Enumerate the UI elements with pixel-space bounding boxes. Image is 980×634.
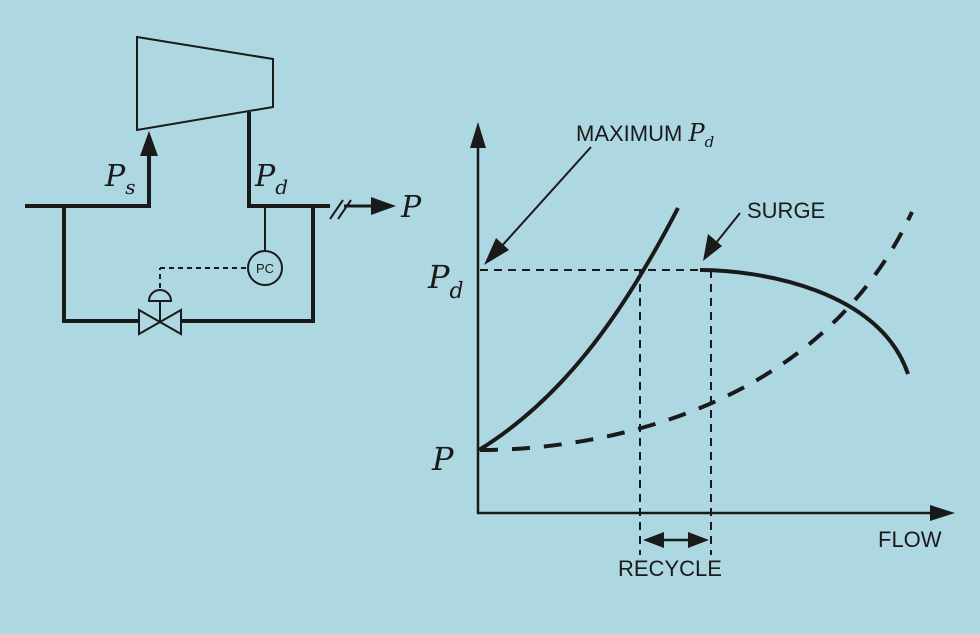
y-tick-p: P: [431, 440, 454, 478]
suction-label: Ps: [104, 159, 135, 199]
series-recycle-system-curve: [477, 207, 680, 452]
suction-arrow-icon: [140, 131, 158, 156]
annotation-maximum-pd: MAXIMUM Pd: [576, 119, 714, 151]
pressure-controller-icon: [247, 250, 283, 286]
maximum-pd-pointer: [499, 146, 592, 249]
recycle-arrow-left-icon: [643, 532, 664, 548]
break-mark-icon: [329, 199, 344, 220]
y-axis-arrow-icon: [470, 122, 486, 148]
discharge-label: Pd: [254, 159, 288, 199]
annotation-surge: SURGE: [747, 198, 825, 223]
annotation-recycle: RECYCLE: [618, 556, 722, 581]
x-axis-arrow-icon: [930, 505, 955, 521]
recycle-arrow-right-icon: [688, 532, 709, 548]
control-valve-icon: [138, 289, 182, 336]
series-compressor-curve: [699, 268, 910, 375]
suction-line: [25, 150, 151, 208]
discharge-line: [247, 112, 330, 208]
compressor-icon: [136, 35, 274, 132]
y-tick-pd: Pd: [427, 258, 464, 304]
break-mark-icon: [337, 199, 352, 220]
maximum-pd-arrow-icon: [484, 238, 509, 265]
outlet-label: P: [400, 190, 422, 225]
series-system-resistance-curve: [479, 211, 914, 452]
recycle-line: [62, 206, 315, 323]
chart: MAXIMUM Pd SURGE RECYCLE FLOW Pd P: [427, 119, 955, 581]
surge-arrow-icon: [703, 234, 722, 261]
schematic: PC Ps Pd P: [25, 35, 422, 336]
x-axis-label: FLOW: [878, 527, 942, 552]
controller-label: PC: [256, 261, 274, 276]
surge-pointer: [715, 212, 741, 244]
outlet-arrow-icon: [371, 197, 396, 215]
